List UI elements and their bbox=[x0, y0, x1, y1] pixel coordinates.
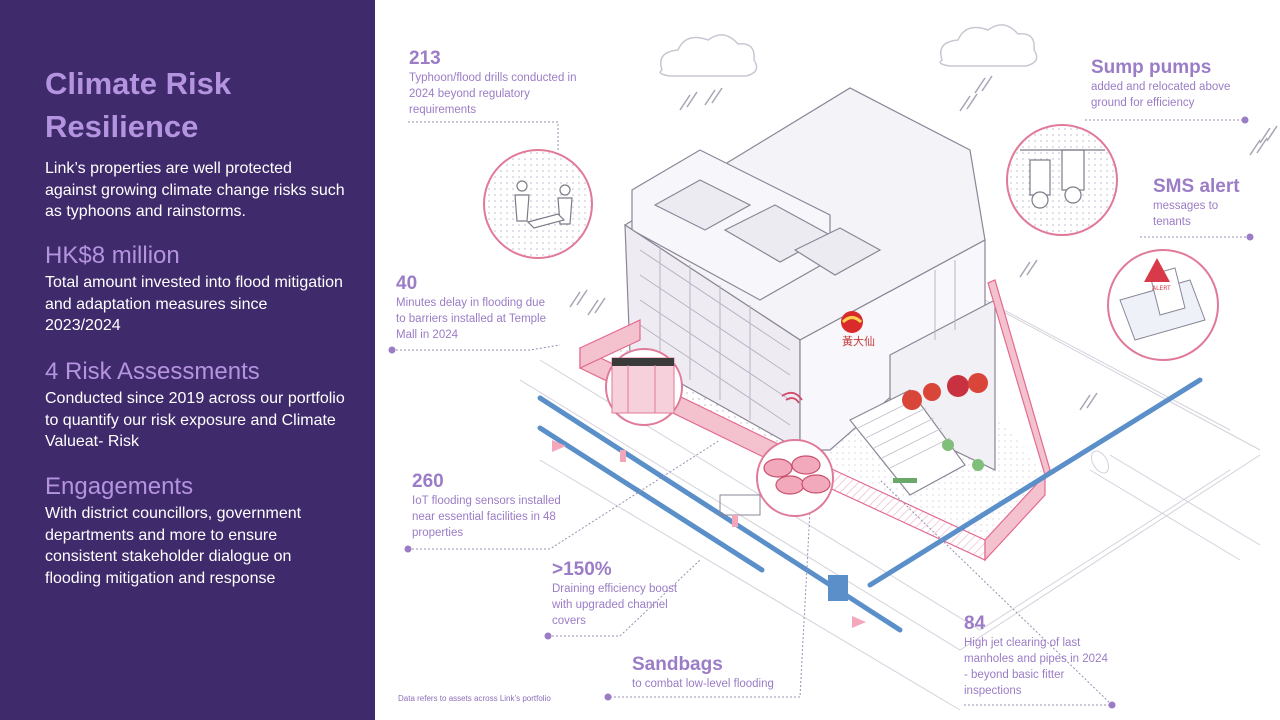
jet-text: High jet clearing of last manholes and p… bbox=[964, 637, 1108, 697]
stat-engagements-head: Engagements bbox=[45, 473, 194, 500]
stat-engagements: Engagements With district councillors, g… bbox=[45, 472, 345, 589]
building-sign: 黃大仙 bbox=[842, 334, 875, 348]
sandbags-head: Sandbags bbox=[632, 654, 723, 675]
sms-text: messages to tenants bbox=[1153, 200, 1219, 228]
draining-number: >150% bbox=[552, 559, 612, 580]
drills-text: Typhoon/flood drills conducted in 2024 b… bbox=[409, 72, 577, 116]
jet-number: 84 bbox=[964, 613, 986, 634]
footnote: Data refers to assets across Link’s port… bbox=[398, 694, 551, 703]
sump-pump-zoom-icon bbox=[1006, 124, 1118, 236]
callout-sms-alert: SMS alert messages to tenants bbox=[1153, 176, 1253, 230]
left-panel: Climate Risk Resilience Link’s propertie… bbox=[0, 0, 375, 720]
stat-assessments: 4 Risk Assessments Conducted since 2019 … bbox=[45, 357, 345, 453]
stat-assessments-head: 4 Risk Assessments bbox=[45, 358, 260, 385]
callout-jet-clearing: 84 High jet clearing of last manholes an… bbox=[964, 613, 1114, 699]
stat-investment-head: HK$8 million bbox=[45, 242, 180, 269]
cloud-icon bbox=[659, 24, 1038, 77]
drills-zoom-icon bbox=[483, 149, 593, 259]
sensors-text: IoT flooding sensors installed near esse… bbox=[412, 495, 561, 539]
sensors-number: 260 bbox=[412, 471, 444, 492]
stat-assessments-body: Conducted since 2019 across our portfoli… bbox=[45, 390, 345, 450]
sandbags-zoom-icon bbox=[756, 439, 834, 517]
building-illustration: 黃大仙 bbox=[375, 0, 1280, 720]
sms-alert-zoom-icon: ALERT bbox=[1107, 249, 1219, 361]
sandbags-text: to combat low-level flooding bbox=[632, 678, 774, 690]
callout-draining: >150% Draining efficiency boost with upg… bbox=[552, 559, 682, 629]
stat-investment: HK$8 million Total amount invested into … bbox=[45, 241, 345, 337]
pumps-text: added and relocated above ground for eff… bbox=[1091, 81, 1231, 109]
intro-text: Link’s properties are well protected aga… bbox=[45, 160, 345, 220]
callout-barriers: 40 Minutes delay in flooding due to barr… bbox=[396, 273, 551, 343]
alert-label: ALERT bbox=[1152, 285, 1171, 292]
isometric-building: 黃大仙 bbox=[388, 24, 1278, 711]
page-title: Climate Risk Resilience bbox=[45, 66, 232, 144]
barriers-number: 40 bbox=[396, 273, 418, 294]
drills-number: 213 bbox=[409, 48, 441, 69]
callout-sandbags: Sandbags to combat low-level flooding bbox=[632, 654, 812, 692]
stat-investment-body: Total amount invested into flood mitigat… bbox=[45, 274, 343, 334]
callout-drills: 213 Typhoon/flood drills conducted in 20… bbox=[409, 48, 579, 118]
barriers-text: Minutes delay in flooding due to barrier… bbox=[396, 297, 546, 341]
callout-sump-pumps: Sump pumps added and relocated above gro… bbox=[1091, 57, 1251, 111]
draining-text: Draining efficiency boost with upgraded … bbox=[552, 583, 678, 627]
callout-sensors: 260 IoT flooding sensors installed near … bbox=[412, 471, 562, 541]
sms-head: SMS alert bbox=[1153, 176, 1240, 197]
barrier-zoom-icon bbox=[605, 348, 683, 426]
pumps-head: Sump pumps bbox=[1091, 57, 1212, 78]
stat-engagements-body: With district councillors, government de… bbox=[45, 505, 302, 587]
